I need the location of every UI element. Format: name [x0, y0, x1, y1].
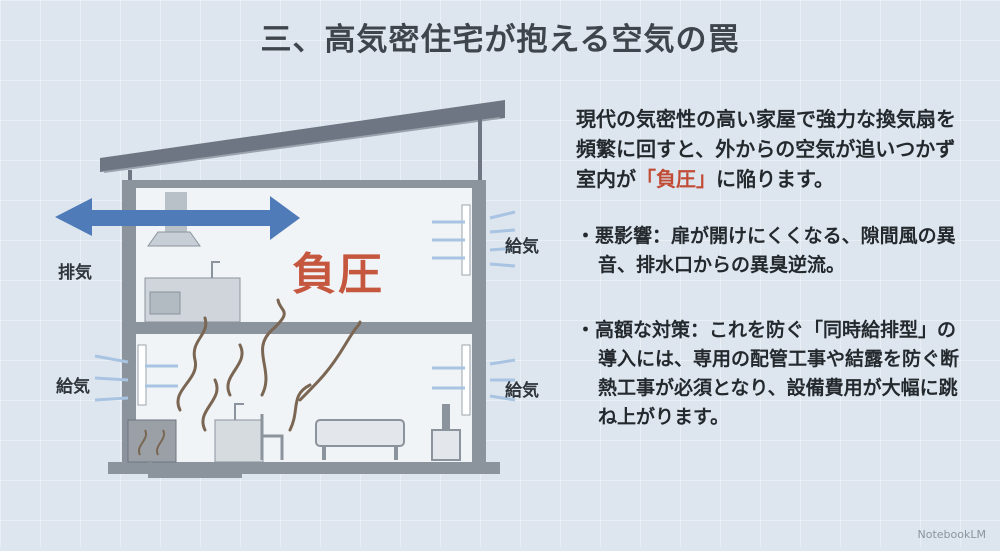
drain-pipe	[148, 462, 242, 478]
house-diagram: 排気 給気 給気 給気 負圧	[55, 100, 539, 478]
negative-pressure-label: 負圧	[292, 249, 384, 300]
page-title: 三、高気密住宅が抱える空気の罠	[260, 22, 740, 58]
supply-label-right-top: 給気	[505, 237, 539, 257]
intro-text-before: 現代の気密性の高い家屋で強力な換気扇を頻繁に回すと、外からの空気が追いつかず室内…	[576, 107, 956, 191]
middle-floor	[122, 322, 486, 334]
supply-arrows-right-bottom	[432, 358, 516, 402]
kitchen-faucet	[211, 261, 220, 278]
vent-left-bottom	[137, 344, 147, 406]
supply-arrows-right-top	[432, 210, 516, 268]
watermark: NotebookLM	[917, 528, 986, 541]
utility-box	[127, 419, 177, 463]
house-cross-section	[55, 100, 516, 478]
intro-paragraph: 現代の気密性の高い家屋で強力な換気扇を頻繁に回すと、外からの空気が追いつかず室内…	[576, 104, 971, 194]
lower-faucet	[234, 403, 244, 420]
supply-label-right-bottom: 給気	[505, 381, 539, 401]
chair	[260, 414, 284, 460]
intro-text-after: に陥ります。	[716, 167, 834, 191]
supply-arrows-left-bottom	[94, 354, 178, 402]
sofa	[315, 419, 405, 447]
tv	[442, 404, 450, 430]
vent-right-bottom	[461, 344, 471, 416]
ceiling	[122, 180, 486, 188]
bullet-costly-measures: ・高額な対策：これを防ぐ「同時給排型」の導入には、専用の配管工事や結露を防ぐ断熱…	[576, 319, 960, 428]
sofa-leg-right	[394, 446, 398, 460]
supply-label-left: 給気	[56, 377, 90, 397]
lower-sink	[214, 419, 264, 463]
sofa-leg-left	[322, 446, 326, 460]
exhaust-arrow	[55, 196, 300, 240]
intro-highlight: 「負圧」	[636, 167, 716, 191]
ground-floor-slab	[108, 462, 500, 474]
roof	[100, 100, 505, 172]
exhaust-label: 排気	[58, 263, 92, 283]
explanation-panel: 現代の気密性の高い家屋で強力な換気扇を頻繁に回すと、外からの空気が追いつかず室内…	[576, 104, 971, 432]
range-hood	[147, 231, 201, 247]
tv-stand	[431, 429, 461, 461]
oven	[149, 291, 181, 315]
odor-backflow-lines	[176, 298, 362, 432]
roof-underside	[103, 117, 501, 173]
drain-odor-left-2	[155, 429, 166, 456]
drain-odor-left	[137, 429, 148, 456]
bullet-adverse-effects: ・悪影響：扉が開けにくくなる、隙間風の異音、排水口からの異臭逆流。	[576, 225, 956, 276]
